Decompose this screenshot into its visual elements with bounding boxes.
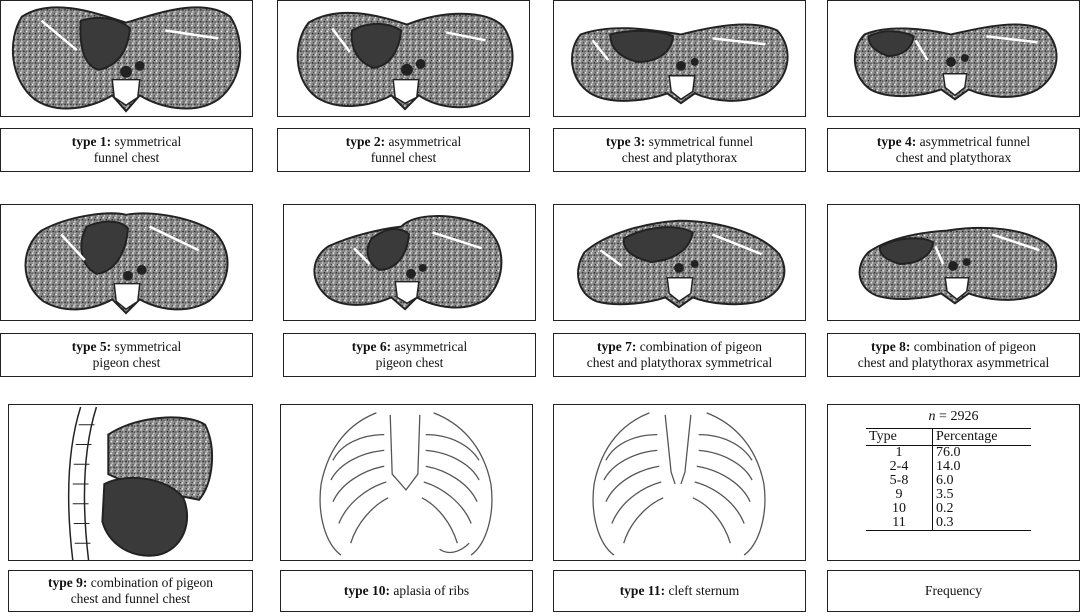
table-row: 100.2: [866, 502, 1031, 516]
caption-type-2: type 2: asymmetricalfunnel chest: [277, 128, 530, 172]
caption-type-9: type 9: combination of pigeonchest and f…: [8, 570, 253, 612]
diagram-type-8: [827, 204, 1080, 321]
diagram-type-2: [277, 0, 530, 117]
diagram-type-5: [0, 204, 253, 321]
diagram-type-3: [553, 0, 806, 117]
diagram-type-9: [8, 404, 253, 561]
table-row: 176.0: [866, 446, 1031, 461]
caption-type-10: type 10: aplasia of ribs: [280, 570, 533, 612]
header-percentage: Percentage: [933, 429, 1032, 446]
diagram-type-6: [283, 204, 536, 321]
sample-size: n = 2926: [828, 409, 1079, 425]
diagram-type-4: [827, 0, 1080, 117]
caption-type-3: type 3: symmetrical funnelchest and plat…: [553, 128, 806, 172]
table-row: 93.5: [866, 488, 1031, 502]
caption-type-5: type 5: symmetricalpigeon chest: [0, 333, 253, 377]
header-type: Type: [866, 429, 933, 446]
caption-type-11: type 11: cleft sternum: [553, 570, 806, 612]
frequency-panel: n = 2926 Type Percentage 176.0 2-414.0 5…: [827, 404, 1080, 561]
diagram-type-1: [0, 0, 253, 117]
caption-type-4: type 4: asymmetrical funnelchest and pla…: [827, 128, 1080, 172]
caption-type-6: type 6: asymmetricalpigeon chest: [283, 333, 536, 377]
caption-frequency: Frequency: [827, 570, 1080, 612]
caption-type-1: type 1: symmetricalfunnel chest: [0, 128, 253, 172]
frequency-table: Type Percentage 176.0 2-414.0 5-86.0 93.…: [866, 428, 1031, 531]
diagram-type-7: [553, 204, 806, 321]
table-row: 2-414.0: [866, 460, 1031, 474]
diagram-type-10: [280, 404, 533, 561]
diagram-type-11: [553, 404, 806, 561]
table-row: 110.3: [866, 516, 1031, 531]
table-row: 5-86.0: [866, 474, 1031, 488]
caption-type-7: type 7: combination of pigeonchest and p…: [553, 333, 806, 377]
caption-type-8: type 8: combination of pigeonchest and p…: [827, 333, 1080, 377]
